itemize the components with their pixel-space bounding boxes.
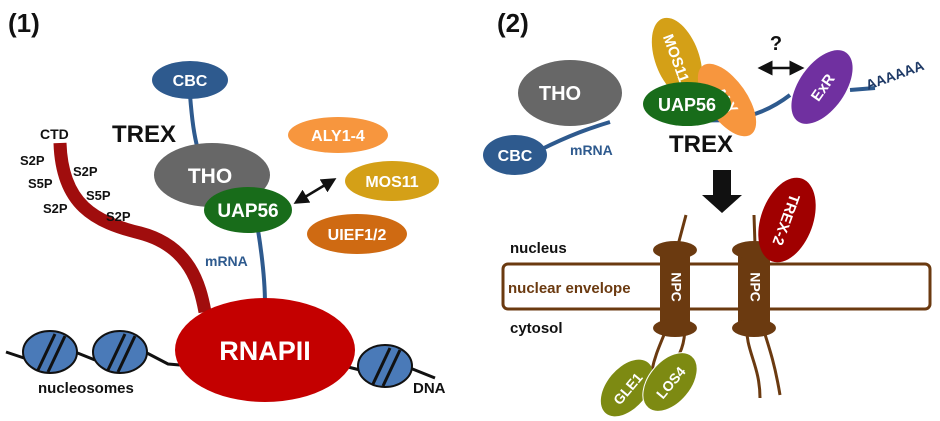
uap56: UAP56 bbox=[643, 82, 731, 126]
mrna-label: mRNA bbox=[570, 142, 613, 158]
svg-text:THO: THO bbox=[188, 165, 232, 188]
interaction-arrow bbox=[293, 178, 337, 204]
polya-tail: AAAAAA bbox=[864, 57, 926, 93]
svg-text:ALY1-4: ALY1-4 bbox=[311, 128, 365, 145]
mos11: MOS11 bbox=[651, 17, 703, 99]
svg-text:UAP56: UAP56 bbox=[217, 201, 278, 222]
nucleosomes-label: nucleosomes bbox=[38, 380, 134, 397]
phospho-label: S2P bbox=[43, 201, 68, 216]
npc: NPC bbox=[650, 214, 697, 371]
dna-strand bbox=[5, 350, 436, 380]
panel-1-label: (1) bbox=[8, 8, 40, 38]
panel-2: (2) CBC mRNA THO MOS11 ALY UAP56 TREX ? … bbox=[483, 8, 932, 417]
uief1-2: UIEF1/2 bbox=[307, 214, 407, 254]
svg-text:MOS11: MOS11 bbox=[365, 174, 418, 191]
phospho-label: S2P bbox=[20, 153, 45, 168]
exr: ExR bbox=[791, 50, 853, 124]
tho: THO bbox=[518, 60, 622, 126]
svg-text:CBC: CBC bbox=[173, 73, 208, 90]
svg-text:NPC: NPC bbox=[747, 272, 763, 302]
aly1-4: ALY1-4 bbox=[288, 117, 388, 153]
phospho-label: S2P bbox=[73, 164, 98, 179]
nucleosome bbox=[22, 330, 78, 374]
svg-text:UIEF1/2: UIEF1/2 bbox=[328, 227, 387, 244]
panel-1: (1) nucleosomes DNA CTD S2P S5P S2P S2P … bbox=[5, 8, 446, 402]
nuclear-envelope-label: nuclear envelope bbox=[508, 280, 631, 297]
mos11: MOS11 bbox=[345, 161, 439, 201]
los4: LOS4 bbox=[642, 352, 698, 412]
trex-label: TREX bbox=[669, 131, 733, 158]
nuclear-envelope bbox=[501, 262, 932, 311]
svg-text:CBC: CBC bbox=[498, 148, 533, 165]
nucleosome bbox=[92, 330, 148, 374]
svg-text:NPC: NPC bbox=[668, 272, 684, 302]
dna-label: DNA bbox=[413, 380, 446, 397]
cytosol-label: cytosol bbox=[510, 320, 563, 337]
ctd-tail bbox=[53, 142, 212, 314]
cbc: CBC bbox=[152, 61, 228, 99]
trex-2: TREX-2 bbox=[758, 177, 816, 263]
phospho-label: S5P bbox=[28, 176, 53, 191]
gle1: GLE1 bbox=[600, 359, 654, 417]
question-mark: ? bbox=[770, 33, 782, 55]
svg-text:UAP56: UAP56 bbox=[658, 95, 716, 115]
nucleosome bbox=[357, 344, 413, 388]
down-arrow-icon bbox=[702, 170, 742, 213]
svg-text:THO: THO bbox=[539, 83, 581, 105]
nucleus-label: nucleus bbox=[510, 240, 567, 257]
uap56: UAP56 bbox=[204, 187, 292, 233]
cbc: CBC bbox=[483, 135, 547, 175]
ctd-label: CTD bbox=[40, 126, 69, 142]
phospho-label: S2P bbox=[106, 209, 131, 224]
trex-label: TREX bbox=[112, 121, 176, 148]
panel-2-label: (2) bbox=[497, 8, 529, 38]
rnapii: RNAPII bbox=[175, 298, 355, 402]
svg-text:RNAPII: RNAPII bbox=[219, 336, 311, 366]
mrna-label: mRNA bbox=[205, 253, 248, 269]
phospho-label: S5P bbox=[86, 188, 111, 203]
